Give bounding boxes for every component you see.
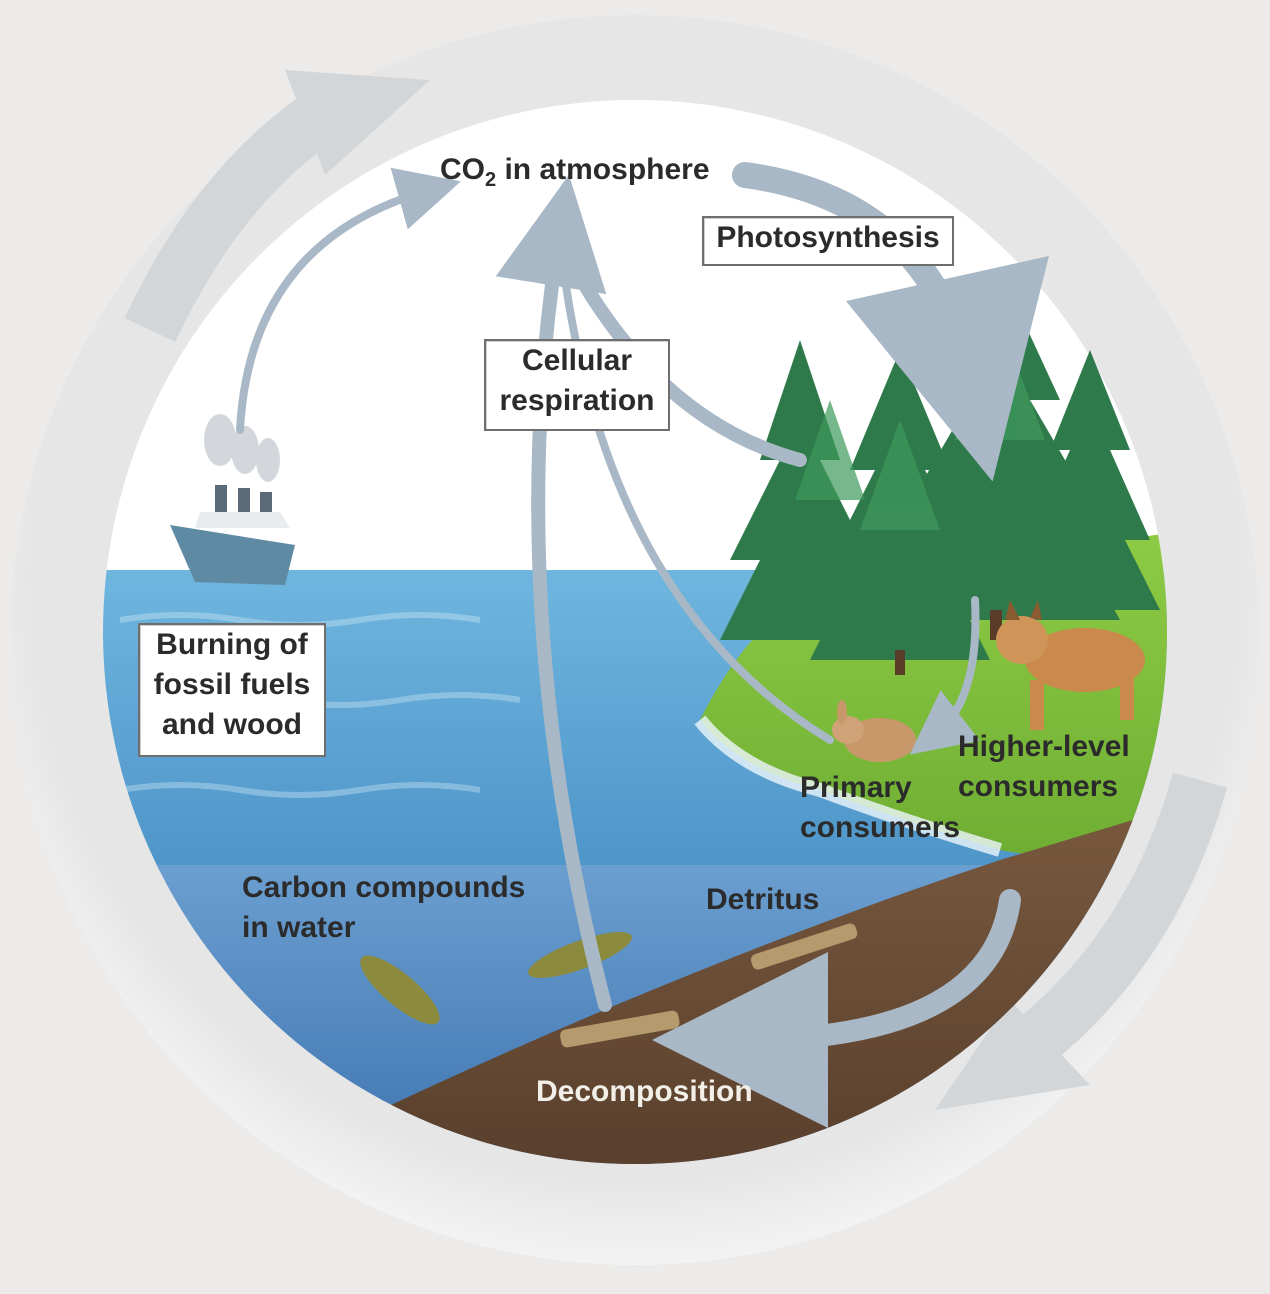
burning-fossil-fuels-box: Burning of fossil fuels and wood bbox=[138, 623, 326, 757]
primary-consumers-line-1: Primary bbox=[800, 771, 912, 804]
detritus-label: Detritus bbox=[706, 883, 820, 916]
co2-subscript: 2 bbox=[485, 169, 497, 191]
cellular-respiration-line-1: Cellular bbox=[521, 344, 633, 377]
cellular-respiration-box: Cellular respiration bbox=[484, 339, 670, 431]
photosynthesis-label: Photosynthesis bbox=[716, 221, 940, 254]
higher-level-line-1: Higher-level bbox=[958, 730, 1130, 763]
primary-consumers-label: Primary consumers bbox=[800, 768, 960, 848]
rabbit bbox=[832, 700, 916, 762]
burning-line-2: fossil fuels bbox=[153, 668, 311, 701]
carbon-compounds-label: Carbon compounds in water bbox=[242, 868, 525, 948]
decomposition-label: Decomposition bbox=[536, 1075, 753, 1108]
primary-consumers-line-2: consumers bbox=[800, 811, 961, 844]
higher-level-line-2: consumers bbox=[958, 770, 1119, 803]
co2-in-atmosphere-label: CO2 in atmosphere bbox=[440, 150, 710, 190]
cellular-respiration-line-2: respiration bbox=[499, 384, 655, 417]
fish bbox=[360, 932, 632, 1025]
outer-cycle-arrows bbox=[124, 70, 1227, 1110]
carbon-compounds-line-1: Carbon compounds bbox=[242, 871, 526, 904]
burning-line-3: and wood bbox=[162, 708, 302, 741]
burning-line-1: Burning of bbox=[156, 628, 308, 661]
co2-suffix: in atmosphere bbox=[496, 153, 710, 186]
co2-prefix: CO bbox=[440, 153, 485, 186]
lynx bbox=[996, 600, 1145, 730]
ship bbox=[170, 414, 295, 585]
higher-level-consumers-label: Higher-level consumers bbox=[958, 727, 1130, 807]
photosynthesis-box: Photosynthesis bbox=[702, 216, 954, 266]
carbon-compounds-line-2: in water bbox=[242, 911, 356, 944]
